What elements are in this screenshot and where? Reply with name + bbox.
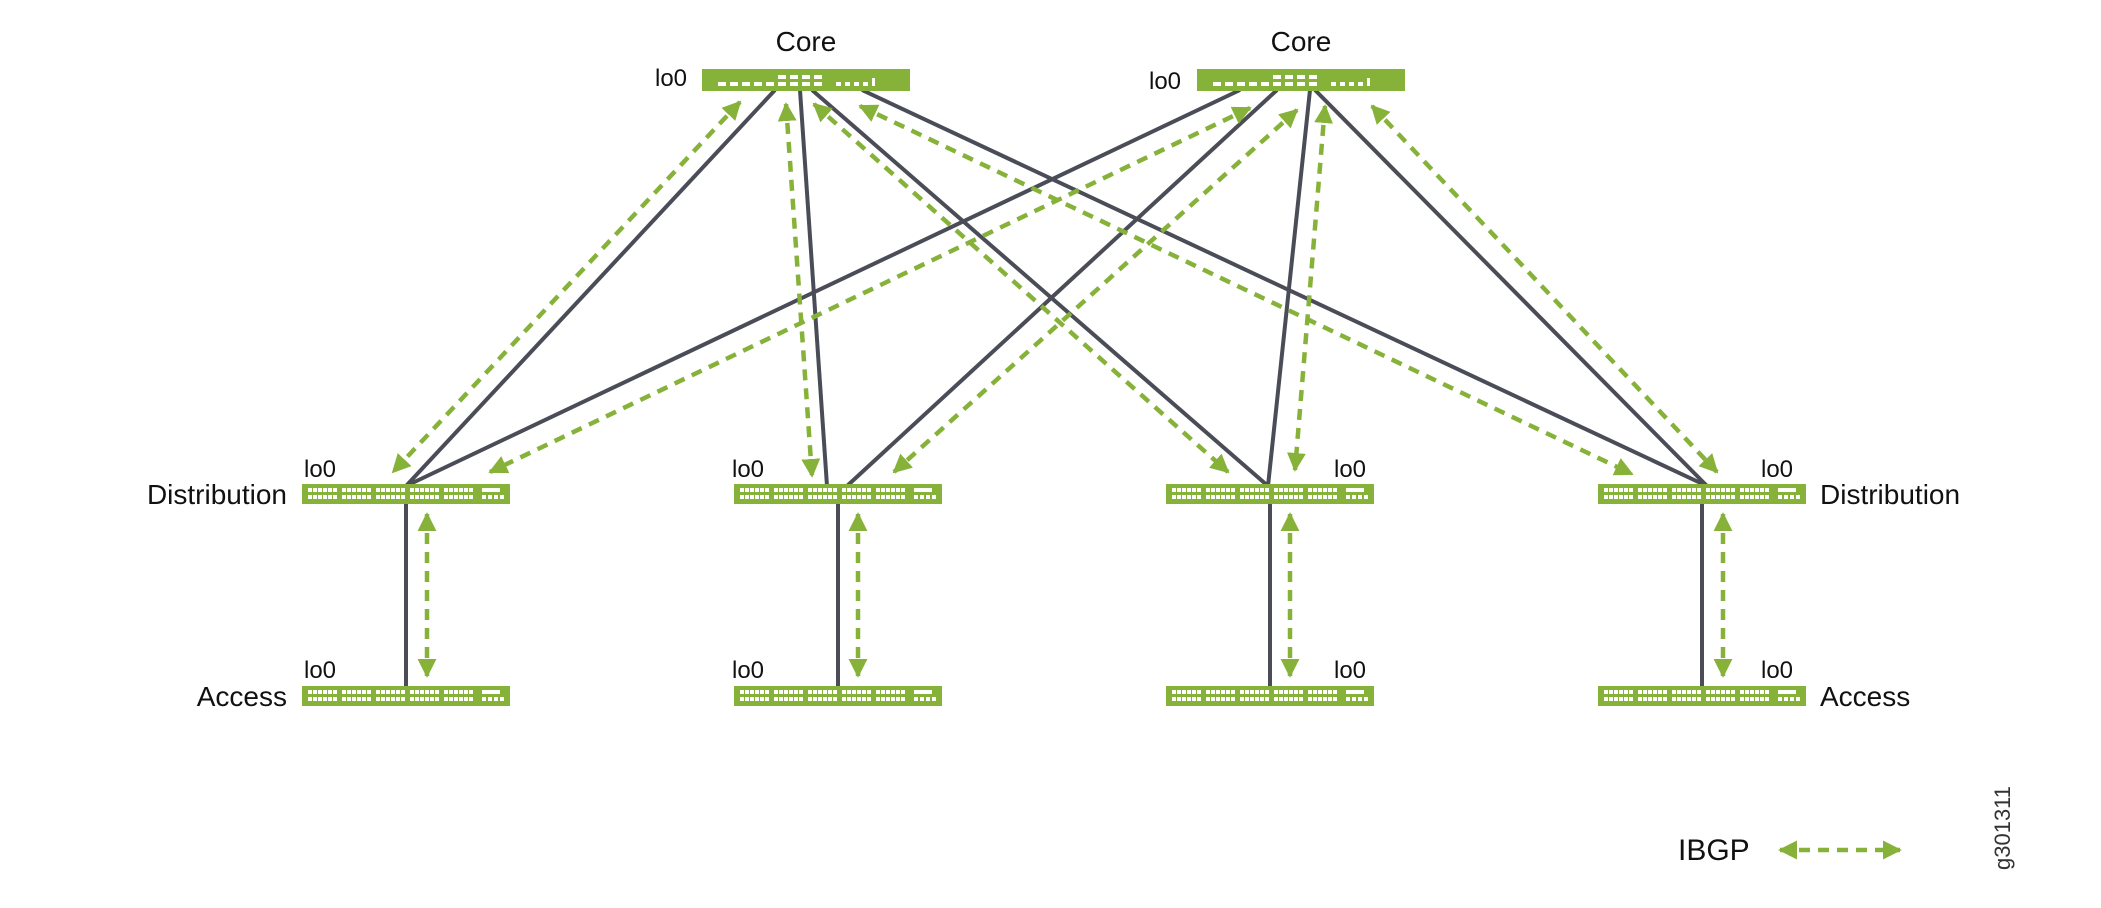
legend: IBGP [1678, 834, 1902, 867]
loopback-label-dist-3: lo0 [1334, 456, 1366, 483]
distribution-label-left: Distribution [147, 479, 287, 510]
loopback-label-dist-4: lo0 [1761, 456, 1793, 483]
link-core1-dist3 [810, 88, 1270, 488]
link-core2-dist2 [845, 88, 1279, 488]
distribution-device-3: lo0 [1166, 456, 1374, 504]
access-label-right: Access [1820, 681, 1910, 712]
ibgp-core2-dist4 [1370, 104, 1719, 474]
distribution-device-1: lo0 Distribution [147, 456, 510, 510]
ibgp-core1-dist3 [812, 102, 1230, 474]
loopback-label-dist-1: lo0 [304, 456, 336, 483]
link-core2-dist4 [1313, 88, 1709, 488]
access-device-4: lo0 Access [1598, 657, 1910, 712]
access-device-3: lo0 [1166, 657, 1374, 706]
physical-links [404, 88, 1709, 689]
ibgp-core2-dist3 [1286, 104, 1334, 472]
distribution-device-4: lo0 Distribution [1598, 456, 1960, 510]
loopback-label-access-1: lo0 [304, 657, 336, 684]
link-core2-dist3 [1266, 89, 1312, 487]
link-core1-dist1 [404, 88, 777, 488]
core-device-right: Core lo0 [1149, 26, 1405, 95]
access-label-left: Access [197, 681, 287, 712]
loopback-label-access-3: lo0 [1334, 657, 1366, 684]
loopback-label-core-right: lo0 [1149, 68, 1181, 95]
legend-ibgp-label: IBGP [1678, 834, 1750, 867]
figure-id: g301311 [1990, 786, 2015, 870]
distribution-label-right: Distribution [1820, 479, 1960, 510]
core-device-left: Core lo0 [655, 26, 910, 92]
ibgp-core1-dist1 [391, 100, 742, 474]
loopback-label-dist-2: lo0 [732, 456, 764, 483]
ibgp-sessions [391, 100, 1733, 678]
ibgp-core2-dist1 [488, 105, 1252, 475]
loopback-label-core-left: lo0 [655, 65, 687, 92]
link-core1-dist4 [861, 88, 1708, 488]
distribution-device-2: lo0 [732, 456, 942, 504]
core-label-right: Core [1271, 26, 1332, 57]
ibgp-core1-dist4 [858, 103, 1634, 477]
core-label-left: Core [776, 26, 837, 57]
access-device-1: lo0 Access [197, 657, 510, 712]
loopback-label-access-2: lo0 [732, 657, 764, 684]
ibgp-core1-dist2 [777, 102, 821, 478]
access-device-2: lo0 [732, 657, 942, 706]
ibgp-core2-dist2 [892, 108, 1299, 474]
loopback-label-access-4: lo0 [1761, 657, 1793, 684]
